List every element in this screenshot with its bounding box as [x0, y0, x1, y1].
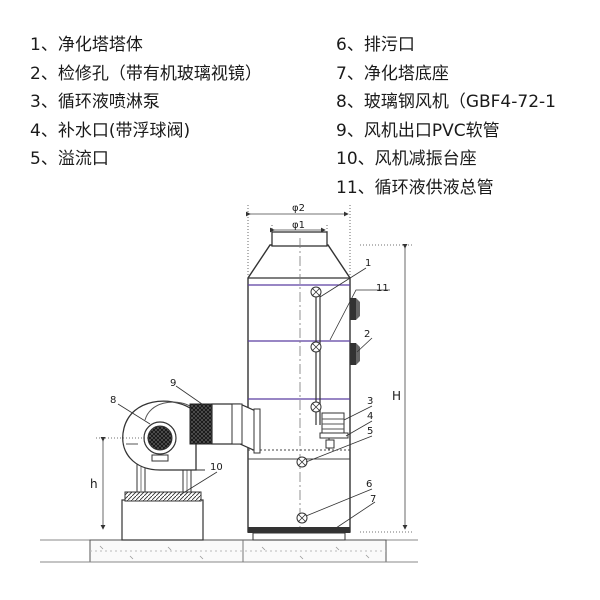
- dimension-labels: φ2 φ1 H h: [90, 203, 401, 491]
- legend-item-4: 4、补水口(带浮球阀): [30, 120, 191, 141]
- legend-right-column: 6、排污口 7、净化塔底座 8、玻璃钢风机（GBF4-72-1 9、风机出口PV…: [336, 31, 556, 202]
- foundation-slab: [40, 539, 418, 563]
- callout-labels: 1 11 2 3 4 5 6 7 8 9 10: [110, 258, 389, 505]
- fan-base: [121, 459, 204, 541]
- inspection-hatches: [350, 298, 360, 365]
- callout-2: 2: [364, 329, 370, 340]
- callout-8: 8: [110, 395, 116, 406]
- legend-item-9: 9、风机出口PVC软管: [336, 120, 500, 141]
- leader-lines: [117, 267, 390, 533]
- callout-6: 6: [366, 479, 372, 490]
- callout-10: 10: [210, 462, 223, 473]
- spray-pump: [319, 412, 349, 450]
- legend-item-6: 6、排污口: [336, 35, 415, 55]
- dim-h: h: [90, 477, 98, 491]
- legend-item-3: 3、循环液喷淋泵: [30, 92, 160, 112]
- legend-left-column: 1、净化塔塔体 2、检修孔（带有机玻璃视镜） 3、循环液喷淋泵 4、补水口(带浮…: [30, 31, 262, 174]
- supply-pipe: [310, 286, 322, 425]
- legend-item-11: 11、循环液供液总管: [336, 177, 494, 198]
- pvc-soft-duct: [189, 403, 261, 454]
- callout-11: 11: [376, 283, 389, 294]
- callout-5: 5: [367, 426, 373, 437]
- callout-4: 4: [367, 411, 373, 422]
- dim-H: H: [392, 389, 401, 403]
- callout-1: 1: [365, 258, 371, 269]
- ground-marks: [99, 545, 370, 560]
- callout-3: 3: [367, 396, 373, 407]
- tower-body: [247, 231, 351, 541]
- callout-9: 9: [170, 378, 176, 389]
- legend-item-10: 10、风机减振台座: [336, 149, 477, 169]
- callout-7: 7: [370, 494, 376, 505]
- legend-item-7: 7、净化塔底座: [336, 63, 449, 84]
- dim-phi2: φ2: [292, 203, 305, 214]
- dimensions: [96, 205, 412, 533]
- dim-phi1: φ1: [292, 220, 305, 231]
- legend-item-2: 2、检修孔（带有机玻璃视镜）: [30, 63, 262, 84]
- legend-item-8: 8、玻璃钢风机（GBF4-72-1: [336, 92, 556, 112]
- legend-item-5: 5、溢流口: [30, 149, 109, 169]
- legend-item-1: 1、净化塔塔体: [30, 35, 143, 55]
